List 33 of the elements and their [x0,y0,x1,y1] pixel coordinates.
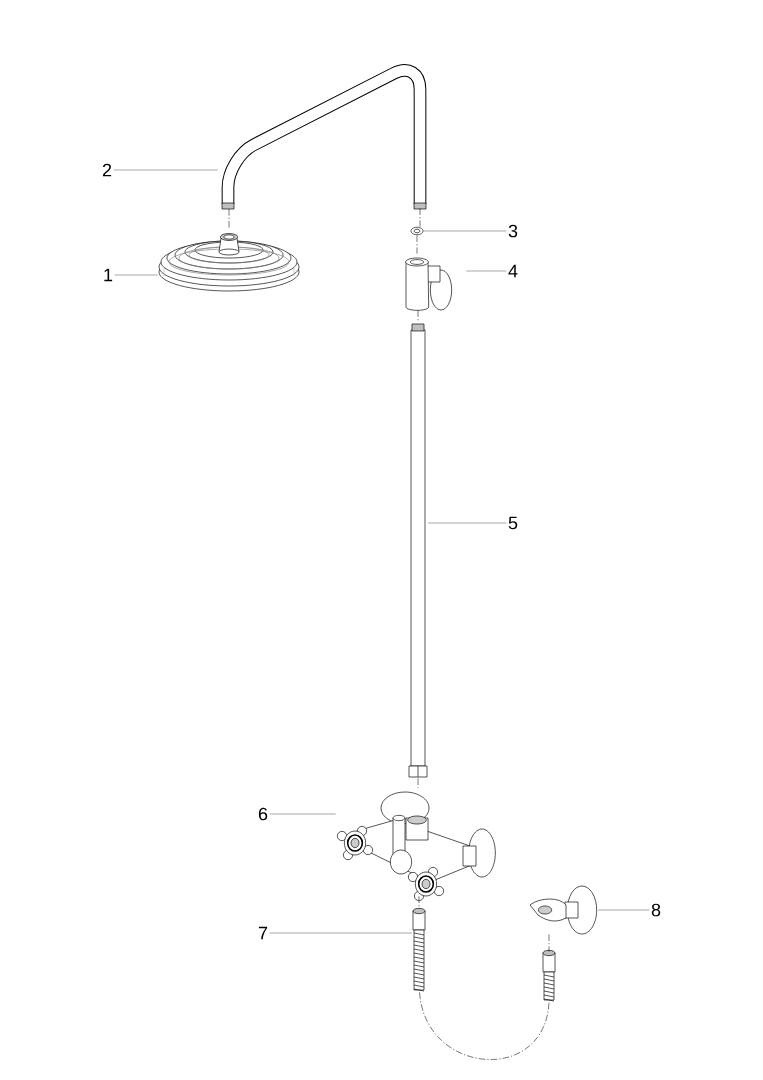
center-line [417,778,419,788]
callout-number: 8 [651,903,661,917]
callout-number: 1 [104,268,113,282]
hose-connector-drawing [412,908,426,992]
hose-connector-drawing [542,950,556,1002]
washer-drawing [410,226,424,236]
leader-line [428,522,507,524]
leader-line [466,270,507,272]
wall-bracket-drawing [405,257,452,311]
leader-line [598,909,650,911]
leader-line [269,932,412,934]
hose-holder-drawing [529,885,597,935]
leader-line [114,274,158,276]
callout-number: 2 [102,163,112,177]
leader-line [423,230,507,232]
center-line [228,208,230,228]
callout-number: 7 [258,926,268,940]
hose-drawing [419,992,550,1060]
center-line [548,934,550,952]
callout-number: 5 [508,516,518,530]
callout-number: 4 [508,264,518,278]
center-line [416,235,418,254]
callout-number: 6 [258,807,268,821]
riser-pipe-drawing [408,323,428,778]
mixer-drawing [337,791,496,901]
center-line [417,310,419,322]
leader-line [113,169,218,171]
showerhead-drawing [158,233,300,292]
shower-arm-drawing [221,64,427,210]
center-line [419,208,421,227]
leader-line [269,813,336,815]
center-line [418,896,420,908]
callout-number: 3 [508,224,518,238]
